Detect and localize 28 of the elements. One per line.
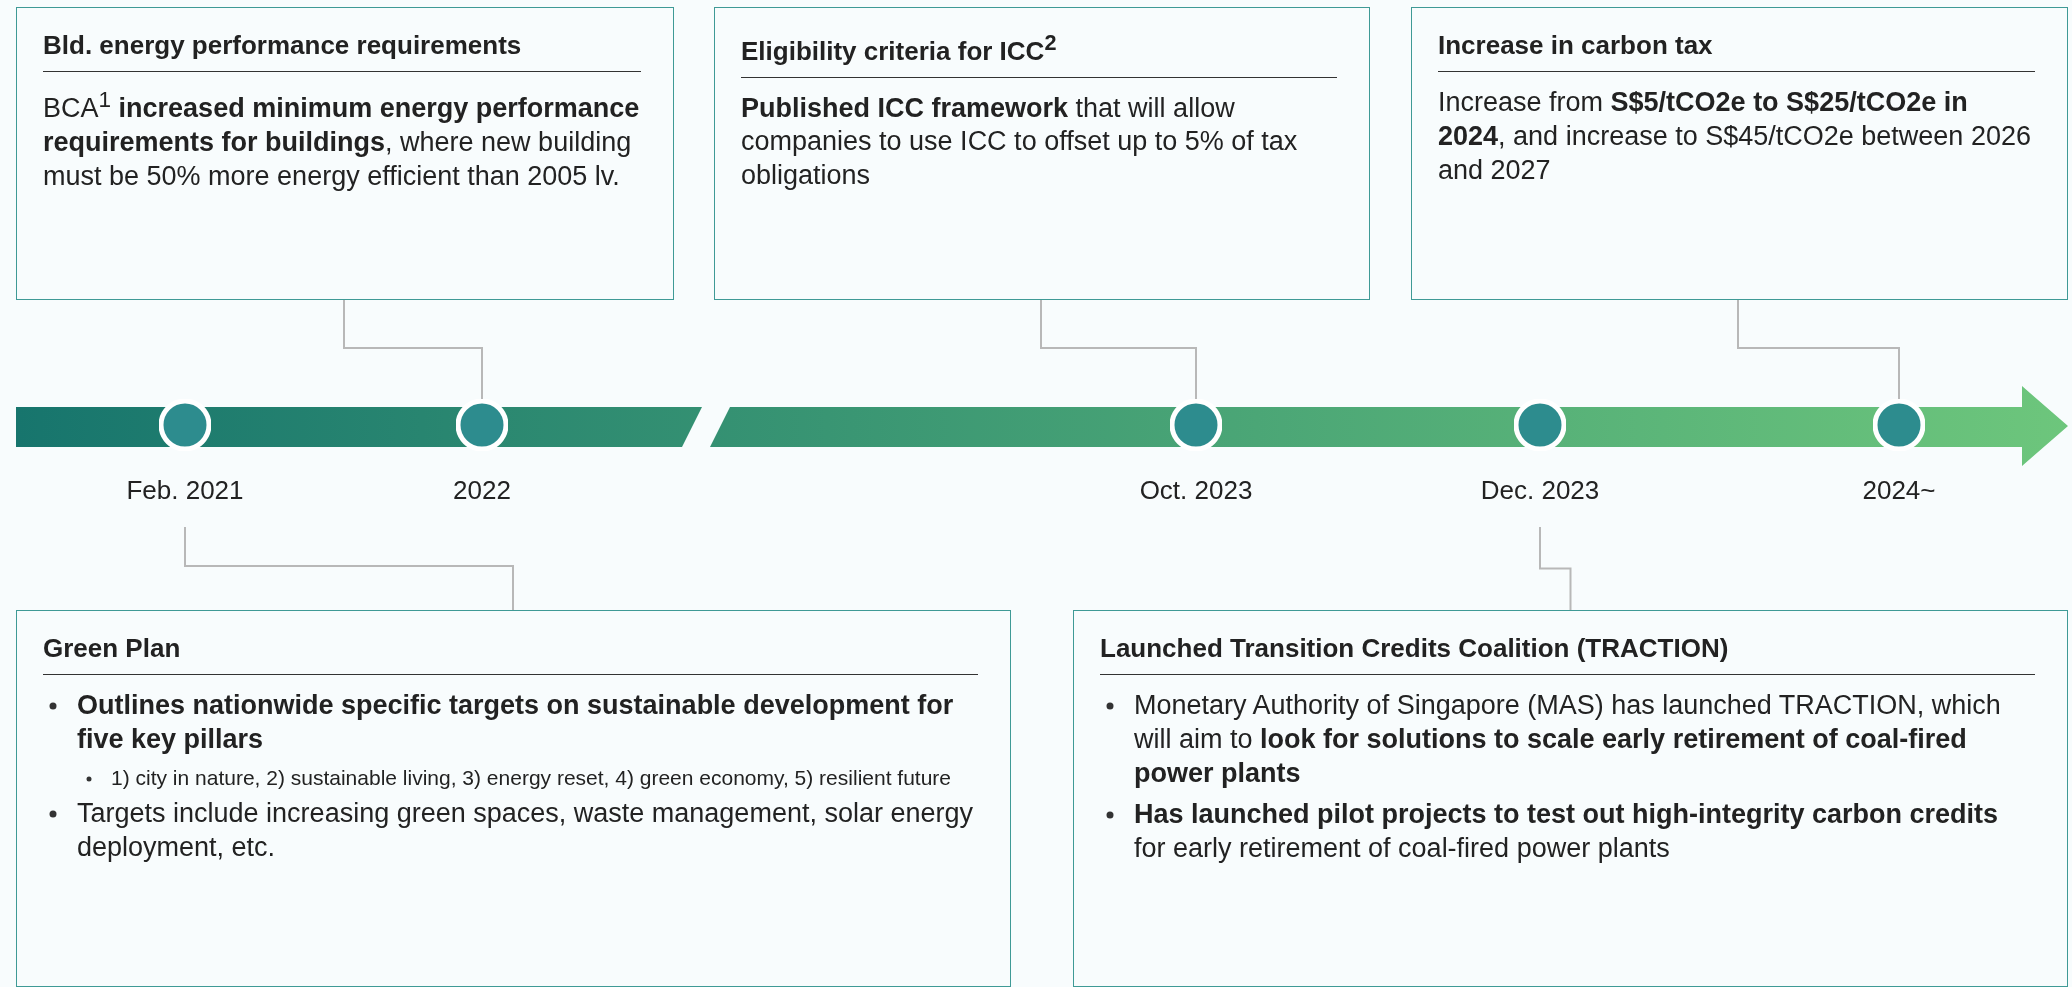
event-card <box>16 7 674 300</box>
card-heading: Increase in carbon tax <box>1438 30 2035 72</box>
bullet-text: Targets include increasing green spaces, waste management, solar energy deployment, etc. <box>77 796 974 864</box>
connector-line <box>1737 299 1900 400</box>
event-card <box>1411 7 2068 300</box>
bullet-text: 1) city in nature, 2) sustainable living, 3) energy reset, 4) green economy, 5) resilient future <box>111 764 953 791</box>
card-text: Published ICC framework that will allow companies to use ICC to offset up to 5% of tax obligations <box>741 91 1299 193</box>
card-heading: Launched Transition Credits Coalition (TRACTION) <box>1100 633 2035 675</box>
connector-line <box>184 526 514 611</box>
card-heading: Bld. energy performance requirements <box>43 30 641 72</box>
card-heading: Eligibility criteria for ICC$^{2}$ <box>741 30 1337 78</box>
event-card <box>1073 610 2068 987</box>
connector-line <box>343 299 483 400</box>
date-label: 2022 <box>452 475 512 506</box>
card-text: Increase from S$5/tCO2e to S$25/tCO2e in 2024, and increase to S$45/tCO2e between 2026 and 2027 <box>1438 86 2032 187</box>
bullet-text: Has launched pilot projects to test out high-integrity carbon credits for early retirement of coal-fired power plants <box>1134 798 2000 865</box>
connector-line <box>1040 299 1197 400</box>
date-label: Feb. 2021 <box>125 475 245 506</box>
card-text: BCA$^{1}$ increased minimum energy performance requirements for buildings, where new building must be 50% more energy efficient than 2005 lv. <box>43 86 641 193</box>
bullet-text: Outlines nationwide specific targets on sustainable development for five key pillars <box>77 689 955 756</box>
event-card <box>714 7 1370 300</box>
bullet-text: Monetary Authority of Singapore (MAS) has launched TRACTION, which will aim to look for solutions to scale early retirement of coal-fired power plants <box>1134 689 2002 790</box>
event-card <box>16 610 1011 987</box>
date-label: 2024~ <box>1861 475 1937 506</box>
date-label: Dec. 2023 <box>1479 475 1601 506</box>
card-heading: Green Plan <box>43 633 978 675</box>
connector-line <box>1539 526 1572 611</box>
date-label: Oct. 2023 <box>1138 475 1254 506</box>
